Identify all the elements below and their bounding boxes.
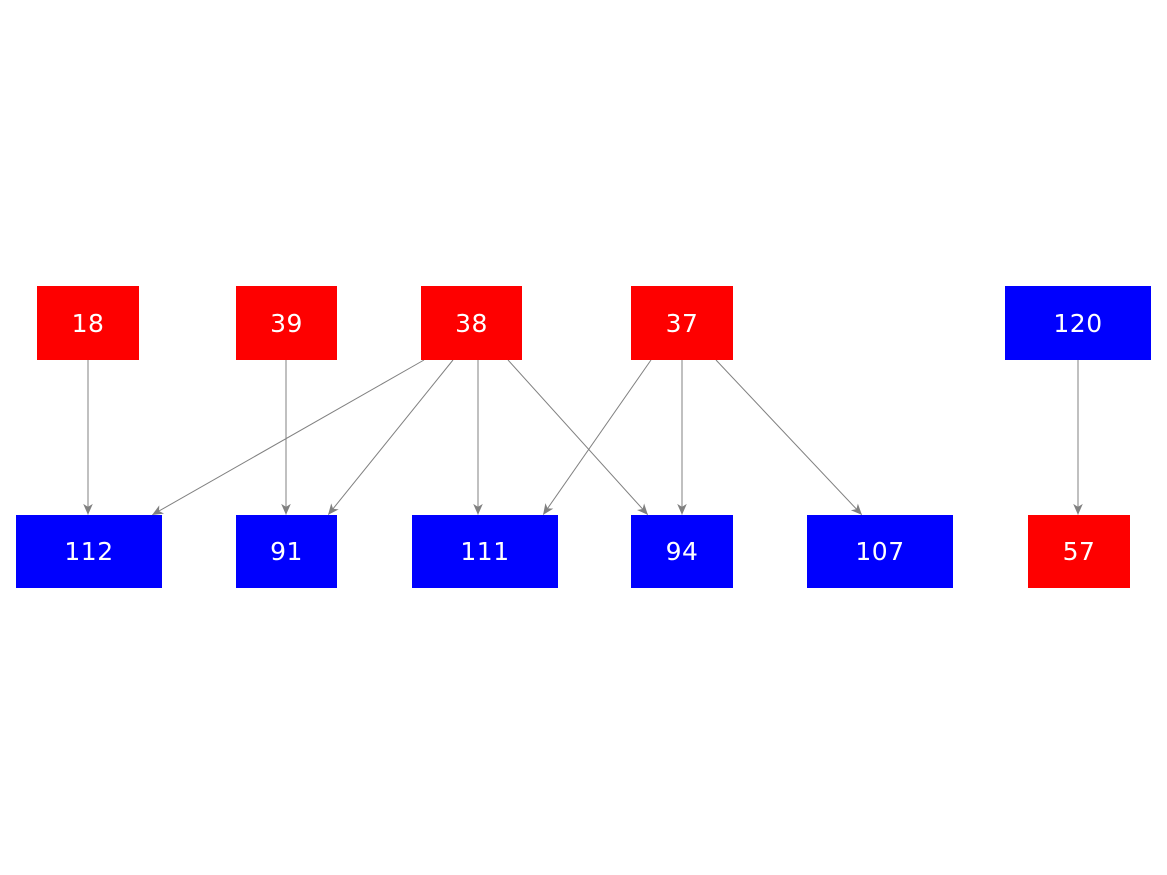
node-label-107: 107 [855,537,905,566]
edge-38-to-91 [327,359,454,515]
node-label-18: 18 [71,308,105,338]
edge-37-to-107 [715,359,863,515]
edge-38-to-112 [152,359,425,516]
node-57[interactable]: 57 [1028,515,1130,588]
edge-37-to-111 [542,359,652,515]
node-label-91: 91 [270,537,303,566]
node-label-112: 112 [64,537,114,566]
node-label-57: 57 [1062,537,1096,566]
node-38[interactable]: 38 [421,286,522,360]
node-107[interactable]: 107 [807,515,953,588]
node-39[interactable]: 39 [236,286,337,360]
node-label-120: 120 [1053,308,1103,338]
node-label-39: 39 [270,308,303,338]
edge-38-to-94 [507,359,649,515]
node-120[interactable]: 120 [1005,286,1151,360]
node-94[interactable]: 94 [631,515,733,588]
node-label-94: 94 [665,537,699,566]
node-label-111: 111 [460,537,510,566]
node-91[interactable]: 91 [236,515,337,588]
node-label-37: 37 [665,308,699,338]
node-111[interactable]: 111 [412,515,558,588]
edges-group [83,359,1083,516]
node-18[interactable]: 18 [37,286,139,360]
node-112[interactable]: 112 [16,515,162,588]
node-label-38: 38 [455,308,488,338]
node-37[interactable]: 37 [631,286,733,360]
